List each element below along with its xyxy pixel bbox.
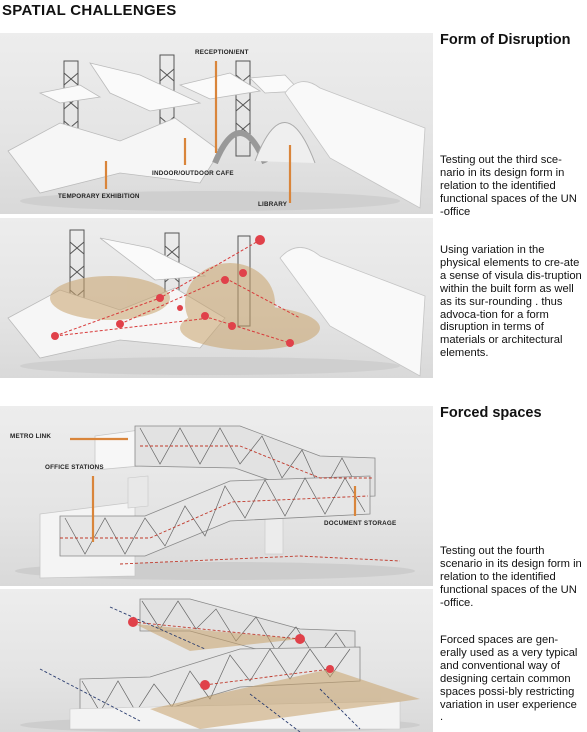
label-document-storage: DOCUMENT STORAGE [324, 520, 397, 527]
forced-spaces-analysis-render [0, 589, 433, 732]
disruption-analysis-render [0, 218, 433, 378]
label-exhibition: TEMPORARY EXHIBITION [58, 193, 140, 200]
label-cafe: INDOOR/OUTDOOR CAFE [152, 170, 234, 177]
section-heading-form-of-disruption: Form of Disruption [440, 32, 571, 48]
page-title: SPATIAL CHALLENGES [2, 2, 177, 19]
disruption-model-drawing [7, 54, 426, 211]
disruption-paragraph-2: Using variation in the physical elements… [440, 244, 582, 360]
disruption-paragraph-1: Testing out the third sce-nario in its d… [440, 154, 577, 218]
forced-spaces-model-render: METRO LINK OFFICE STATIONS DOCUMENT STOR… [0, 406, 433, 586]
forced-spaces-model-drawing [15, 425, 415, 580]
label-office-stations: OFFICE STATIONS [45, 464, 104, 471]
forced-paragraph-1: Testing out the fourth scenario in its d… [440, 545, 582, 609]
section-heading-forced-spaces: Forced spaces [440, 405, 542, 421]
label-reception: RECEPTION/ENT [195, 49, 249, 56]
disruption-analysis-drawing [7, 229, 426, 377]
forced-spaces-analysis-drawing [20, 598, 420, 732]
disruption-model-render: RECEPTION/ENT INDOOR/OUTDOOR CAFE TEMPOR… [0, 33, 433, 214]
forced-paragraph-2: Forced spaces are gen-erally used as a v… [440, 634, 578, 724]
label-metro-link: METRO LINK [10, 433, 52, 440]
label-library: LIBRARY [258, 201, 288, 208]
